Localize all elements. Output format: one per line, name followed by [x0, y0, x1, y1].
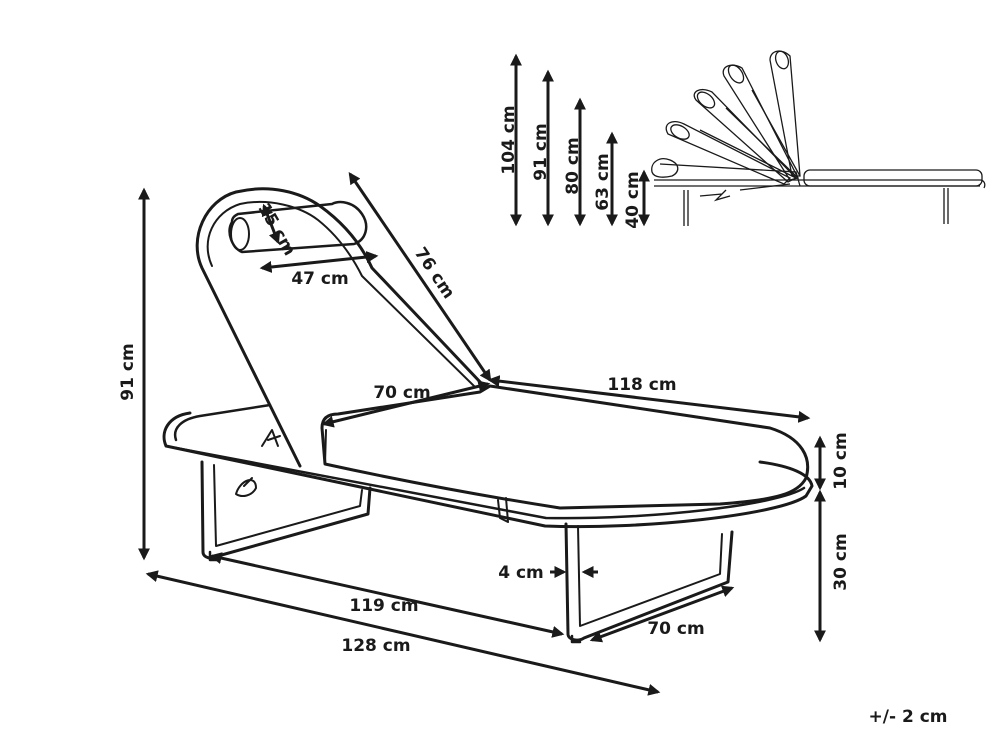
dim-cushion-length [487, 375, 811, 423]
side-view-lounger [651, 50, 986, 226]
label-frame-width: 70 cm [647, 619, 704, 639]
label-pillow-width: 47 cm [291, 269, 348, 289]
dim-pillow-depth [261, 203, 281, 245]
label-inner-length: 119 cm [349, 596, 418, 616]
label-cushion-thickness: 10 cm [831, 432, 851, 489]
label-tolerance: +/- 2 cm [869, 707, 948, 727]
dimension-lines [138, 172, 826, 696]
dim-frame-width [589, 585, 735, 643]
label-position-40: 40 cm [623, 171, 643, 228]
label-position-80: 80 cm [563, 137, 583, 194]
dim-backrest-length [348, 172, 492, 382]
dim-pillow-width [259, 251, 379, 273]
label-position-104: 104 cm [499, 105, 519, 174]
label-frame-gap: 4 cm [498, 563, 544, 583]
label-seat-height: 30 cm [831, 533, 851, 590]
dim-cushion-width [321, 380, 491, 428]
label-position-91: 91 cm [531, 123, 551, 180]
label-position-63: 63 cm [593, 153, 613, 210]
label-overall-length: 128 cm [341, 636, 410, 656]
backrest-positions-inset: 104 cm 91 cm 80 cm 63 cm 40 cm [499, 50, 986, 229]
label-cushion-length: 118 cm [607, 375, 676, 395]
label-cushion-width: 70 cm [373, 383, 430, 403]
lounger-drawing [162, 187, 814, 644]
label-overall-height: 91 cm [118, 343, 138, 400]
dim-overall-length [145, 570, 661, 696]
